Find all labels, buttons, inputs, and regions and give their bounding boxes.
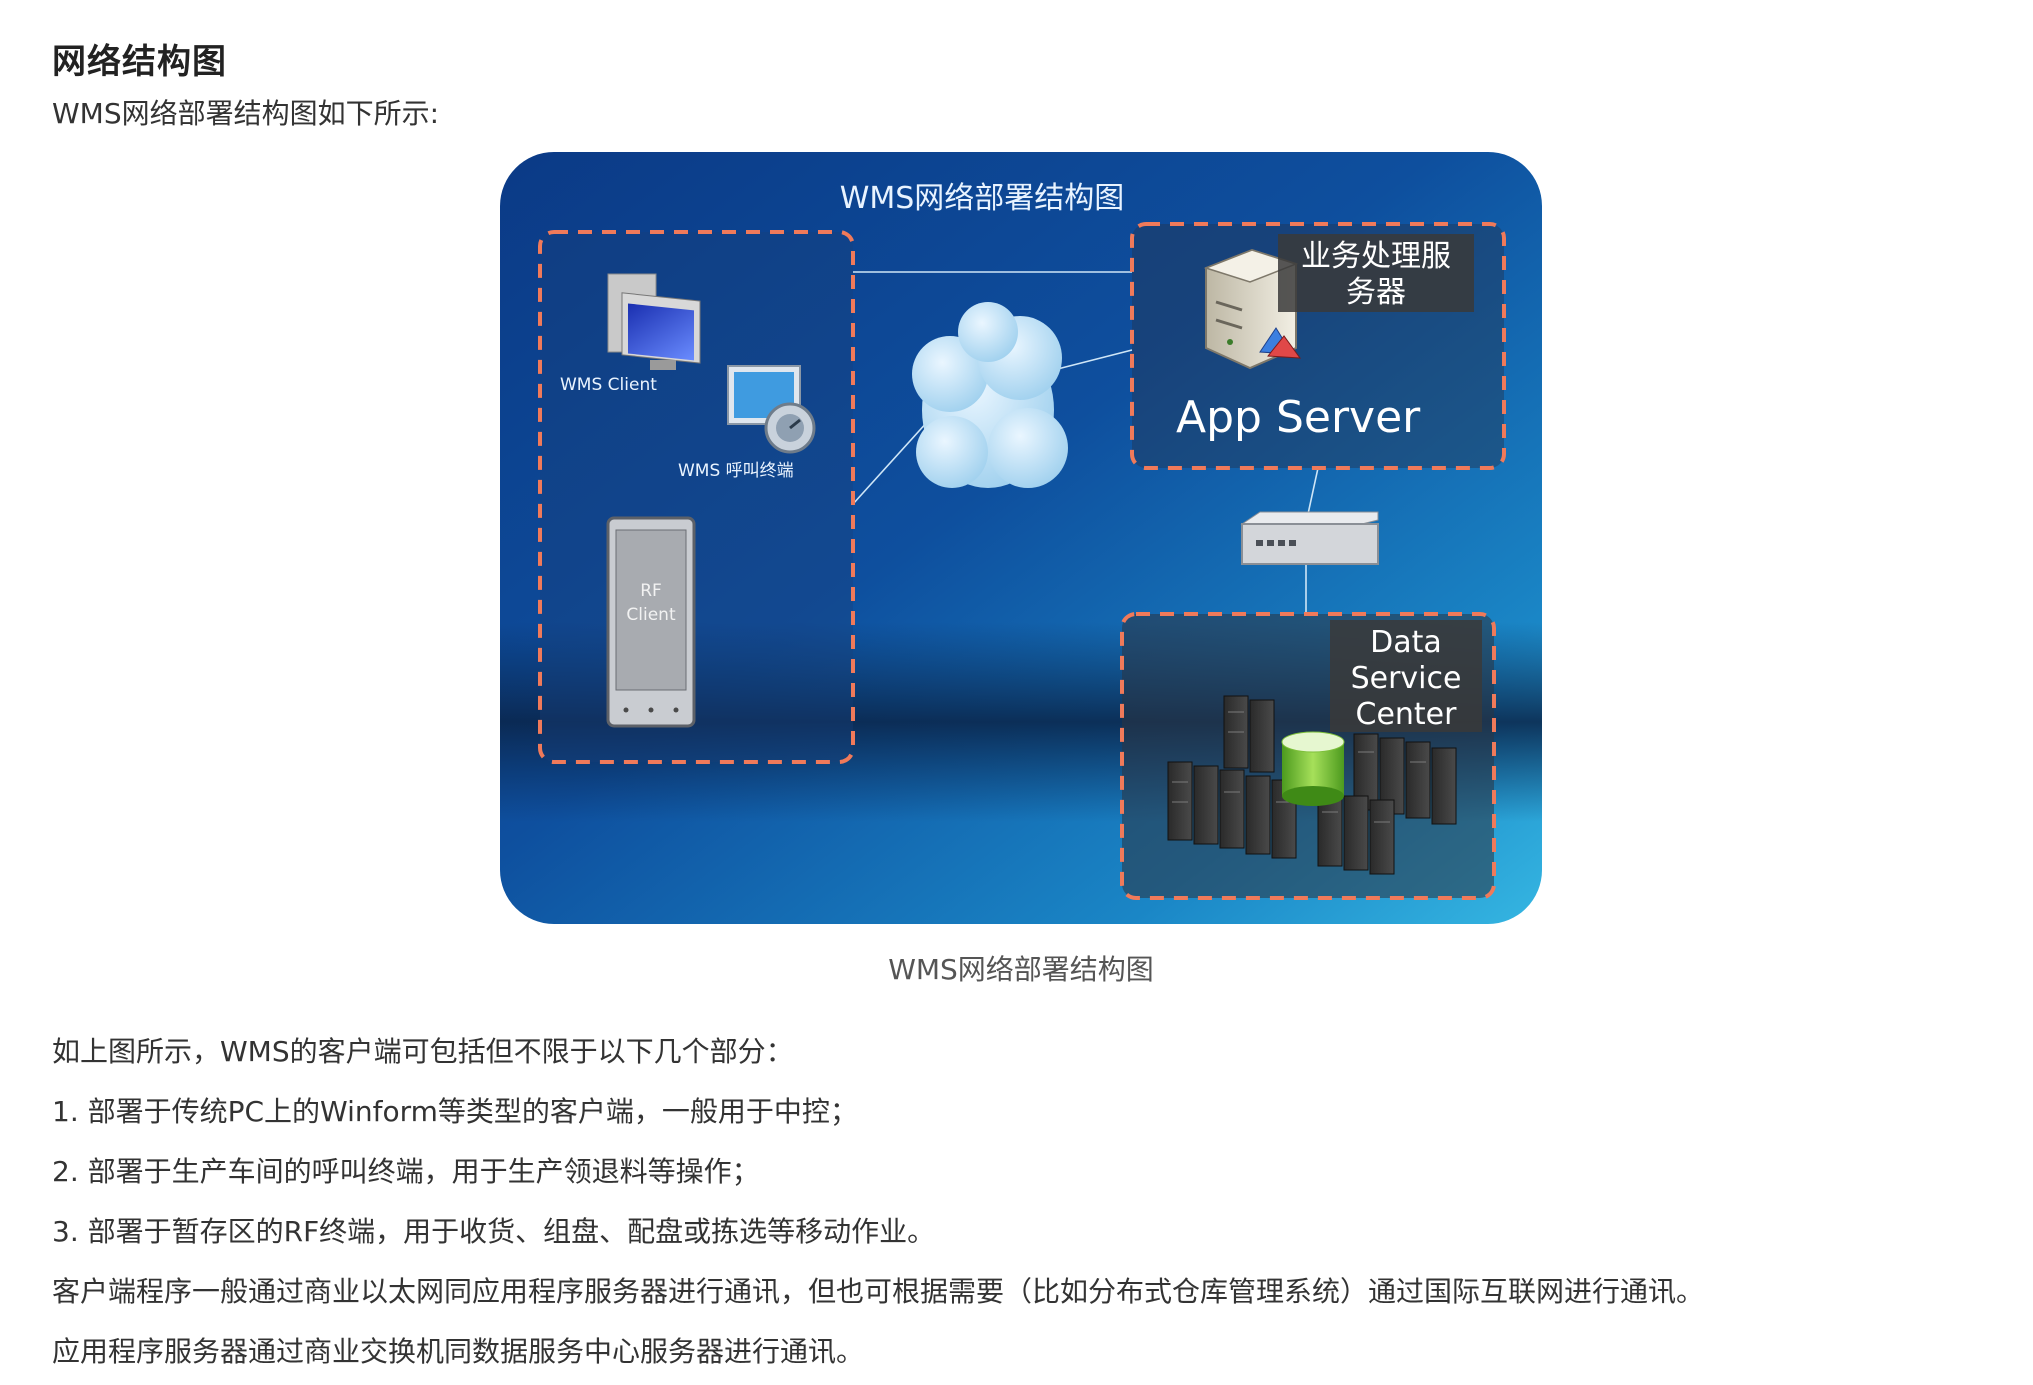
- app-server-icon: [1203, 248, 1302, 370]
- pc-monitor-icon: [607, 273, 701, 370]
- network-switch-icon: [1240, 511, 1379, 565]
- biz-server-label-line2: 务器: [1346, 275, 1406, 310]
- dsc-label-line1: Data: [1370, 625, 1442, 660]
- dsc-label-line3: Center: [1356, 697, 1458, 732]
- paragraph-item-3: 3. 部署于暂存区的RF终端，用于收货、组盘、配盘或拣选等移动作业。: [52, 1215, 936, 1248]
- wms-call-label: WMS 呼叫终端: [678, 461, 794, 481]
- dsc-label-line2: Service: [1351, 661, 1462, 696]
- database-icon: [1281, 731, 1345, 806]
- rf-client-label-line2: Client: [626, 605, 676, 625]
- paragraph-item-2: 2. 部署于生产车间的呼叫终端，用于生产领退料等操作；: [52, 1155, 760, 1188]
- biz-server-label-line1: 业务处理服: [1301, 239, 1451, 274]
- paragraph-intro: 如上图所示，WMS的客户端可包括但不限于以下几个部分：: [52, 1035, 794, 1068]
- figure-caption: WMS网络部署结构图: [888, 953, 1154, 986]
- rf-client-label-line1: RF: [640, 581, 662, 601]
- diagram-title: WMS网络部署结构图: [840, 181, 1125, 216]
- paragraph-item-1: 1. 部署于传统PC上的Winform等类型的客户端，一般用于中控；: [52, 1095, 858, 1128]
- server-racks-icon: [1167, 695, 1457, 875]
- section-heading: 网络结构图: [52, 42, 227, 82]
- intro-text: WMS网络部署结构图如下所示:: [52, 97, 440, 130]
- call-terminal-icon: [727, 365, 816, 454]
- rf-handheld-icon: [606, 516, 696, 728]
- app-server-label: App Server: [1176, 392, 1421, 443]
- network-diagram: WMS网络部署结构图 WMS Client WMS 呼叫终端: [500, 152, 1542, 924]
- internet-cloud-icon: [912, 302, 1068, 488]
- paragraph-client-comm: 客户端程序一般通过商业以太网同应用程序服务器进行通讯，但也可根据需要（比如分布式…: [52, 1275, 1705, 1308]
- paragraph-server-comm: 应用程序服务器通过商业交换机同数据服务中心服务器进行通讯。: [52, 1335, 865, 1368]
- biz-server-label-bg: [1278, 234, 1474, 312]
- wms-client-label: WMS Client: [560, 375, 657, 395]
- dsc-label-bg: [1330, 620, 1482, 732]
